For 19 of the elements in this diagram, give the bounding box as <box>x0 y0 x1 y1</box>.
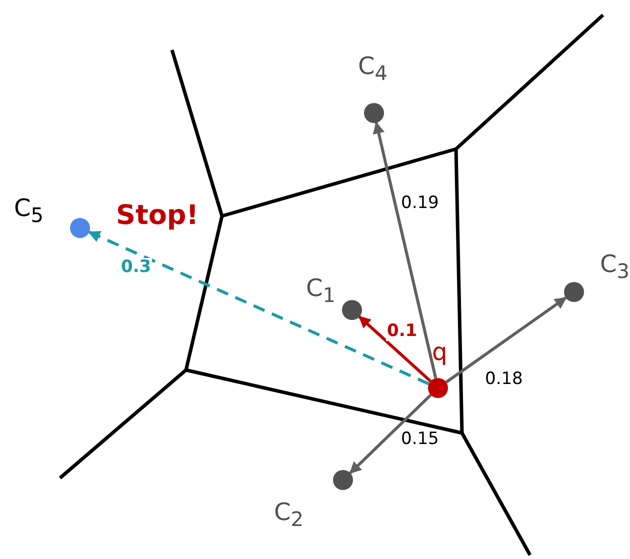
arrow <box>372 122 438 379</box>
site-point <box>342 300 362 320</box>
arrow <box>349 394 432 474</box>
point-label: C$_{1}$ <box>306 276 336 305</box>
site-point <box>70 218 90 238</box>
point-label: C$_{3}$ <box>600 252 630 281</box>
point-label: q <box>432 340 448 364</box>
site-point <box>564 282 584 302</box>
point-label: C$_{4}$ <box>358 54 388 83</box>
query-point <box>428 378 448 398</box>
edge-label: 0.1 <box>386 322 418 341</box>
point-label: C$_{5}$ <box>14 196 44 225</box>
site-point <box>333 470 353 490</box>
note-text: Stop! <box>116 202 199 229</box>
arrow <box>88 230 430 386</box>
site-point <box>364 103 384 123</box>
arrow <box>358 316 432 382</box>
point-label: C$_{2}$ <box>274 500 304 529</box>
arrow <box>445 296 567 384</box>
